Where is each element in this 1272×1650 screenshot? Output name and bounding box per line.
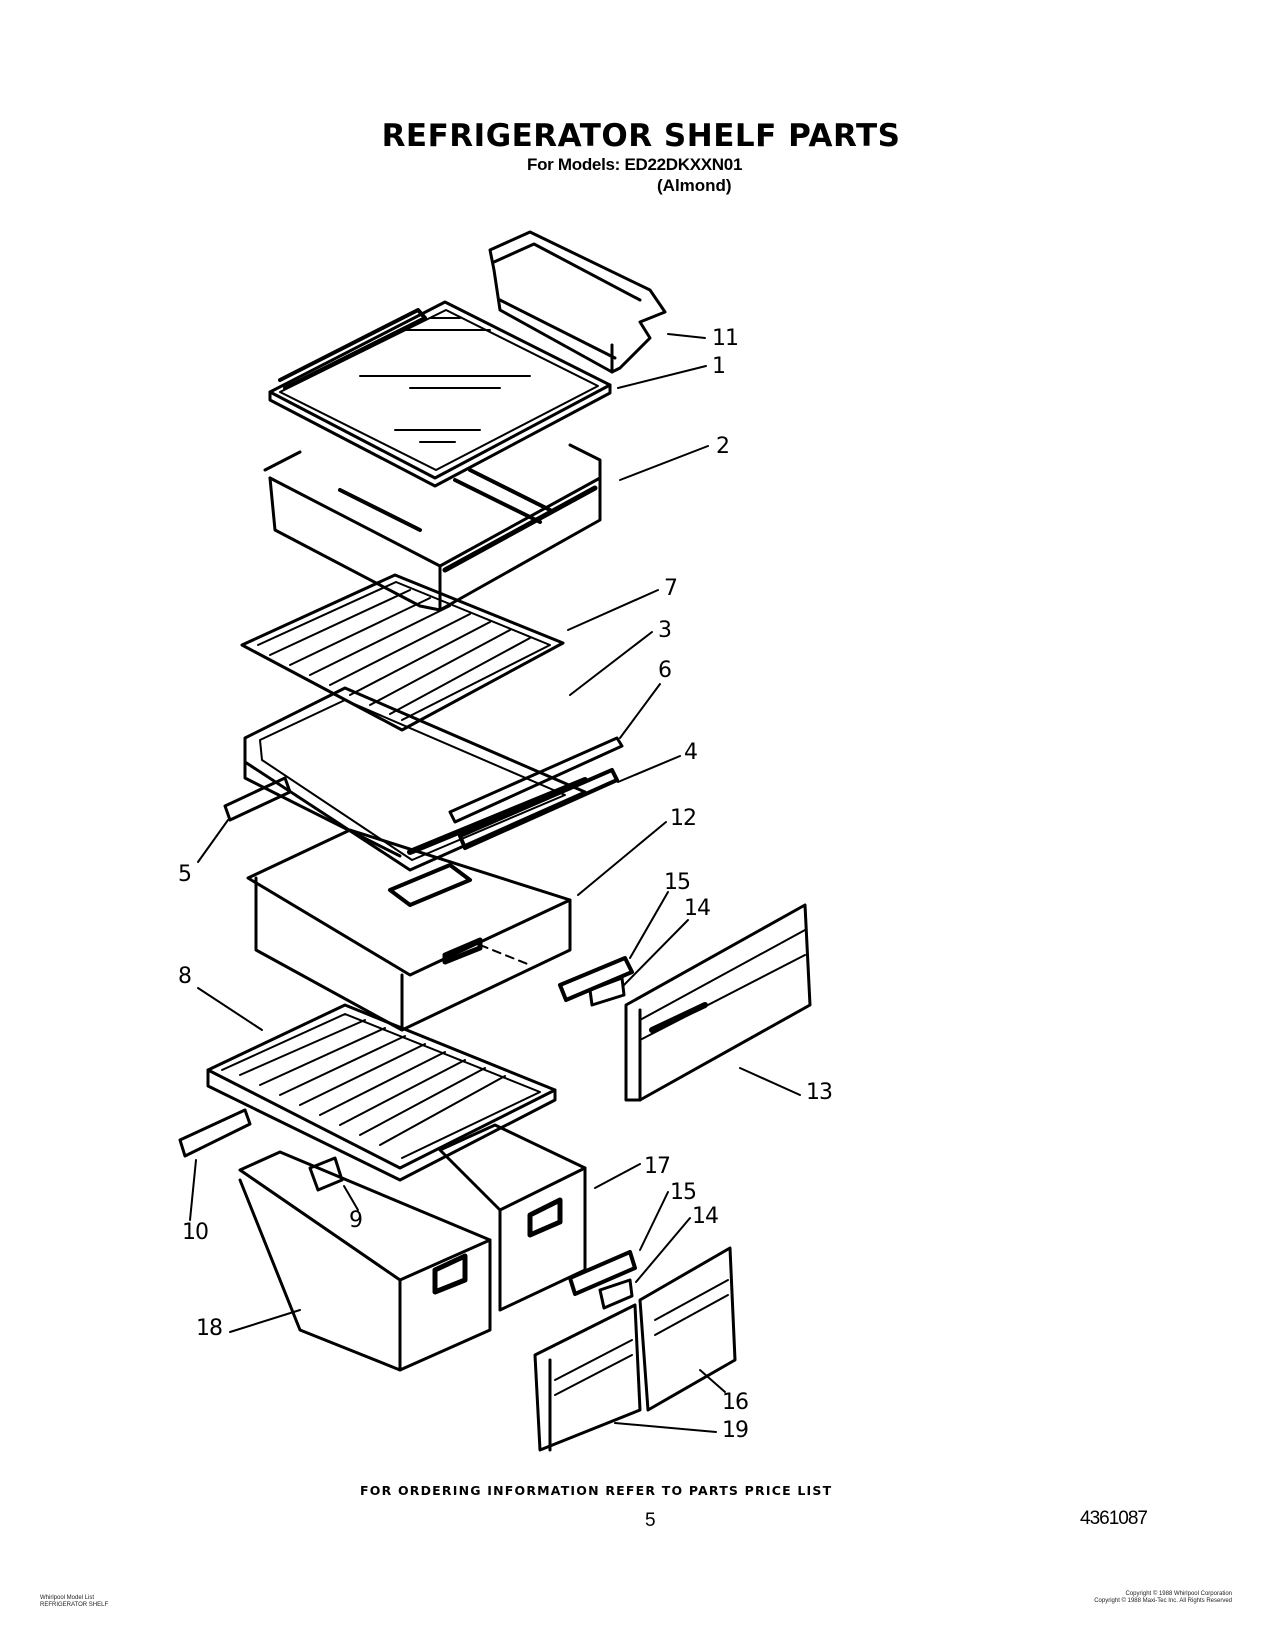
callout-18: 18 [196, 1316, 223, 1341]
footer-left-line-2: REFRIGERATOR SHELF [40, 1602, 109, 1608]
page-title: REFRIGERATOR SHELF PARTS [381, 118, 901, 154]
callout-16: 16 [722, 1390, 749, 1415]
part-2-meat-drawer-drawing [263, 443, 602, 612]
part-15-14-upper-drawing [558, 956, 634, 1007]
footer-right-line-2: Copyright © 1988 Maxi-Tec Inc. All Right… [1094, 1598, 1232, 1604]
part-10-rail-drawing [178, 1108, 252, 1158]
callout-5: 5 [178, 862, 192, 887]
part-19-drawer-front-drawing [533, 1303, 642, 1452]
part-18-crisper-pan-drawing [238, 1150, 492, 1372]
callout-14-lower: 14 [692, 1204, 719, 1229]
callout-13: 13 [806, 1080, 833, 1105]
callout-19: 19 [722, 1418, 749, 1443]
footer-left-small-text: Whirlpool Model List REFRIGERATOR SHELF [40, 1595, 108, 1609]
part-5-rail-drawing [223, 776, 292, 822]
callout-15-lower: 15 [670, 1180, 697, 1205]
part-8-lower-cover-drawing [206, 1003, 557, 1182]
page-number: 5 [645, 1510, 656, 1531]
callout-4: 4 [684, 740, 698, 765]
part-6-rail-drawing [448, 736, 624, 824]
part-4-rail-drawing [458, 768, 619, 850]
part-16-drawer-front-drawing [638, 1246, 737, 1412]
callout-17: 17 [644, 1154, 671, 1179]
callout-3: 3 [658, 618, 672, 643]
part-13-drawer-front-drawing [624, 903, 812, 1102]
callout-10: 10 [182, 1220, 209, 1245]
part-17-crisper-pan-drawing [438, 1123, 587, 1312]
callout-12: 12 [670, 806, 697, 831]
part-3-cover-frame-drawing [243, 686, 588, 872]
callout-15-upper: 15 [664, 870, 691, 895]
footer-left-line-1: Whirlpool Model List [40, 1595, 95, 1601]
part-9-support-drawing [308, 1156, 344, 1192]
leader-lines [189, 333, 801, 1433]
callout-2: 2 [716, 434, 730, 459]
callout-14-upper: 14 [684, 896, 711, 921]
ordering-note: FOR ORDERING INFORMATION REFER TO PARTS … [360, 1483, 833, 1498]
document-number: 4361087 [1080, 1508, 1148, 1529]
part-1-glass-shelf-drawing [268, 300, 612, 488]
callout-7: 7 [664, 576, 678, 601]
callout-9: 9 [349, 1208, 363, 1233]
models-line: For Models: ED22DKXXN01 [527, 155, 743, 174]
callout-6: 6 [658, 658, 672, 683]
footer-right-line-1: Copyright © 1988 Whirlpool Corporation [1125, 1591, 1232, 1597]
part-15-14-lower-drawing [568, 1250, 637, 1310]
footer-right-small-text: Copyright © 1988 Whirlpool Corporation C… [1094, 1591, 1232, 1605]
part-11-bin-drawing [488, 230, 667, 374]
part-12-crisper-pan-drawing [246, 828, 572, 1032]
color-line: (Almond) [657, 176, 732, 195]
callout-8: 8 [178, 964, 192, 989]
callout-11: 11 [712, 326, 739, 351]
callout-1: 1 [712, 354, 726, 379]
